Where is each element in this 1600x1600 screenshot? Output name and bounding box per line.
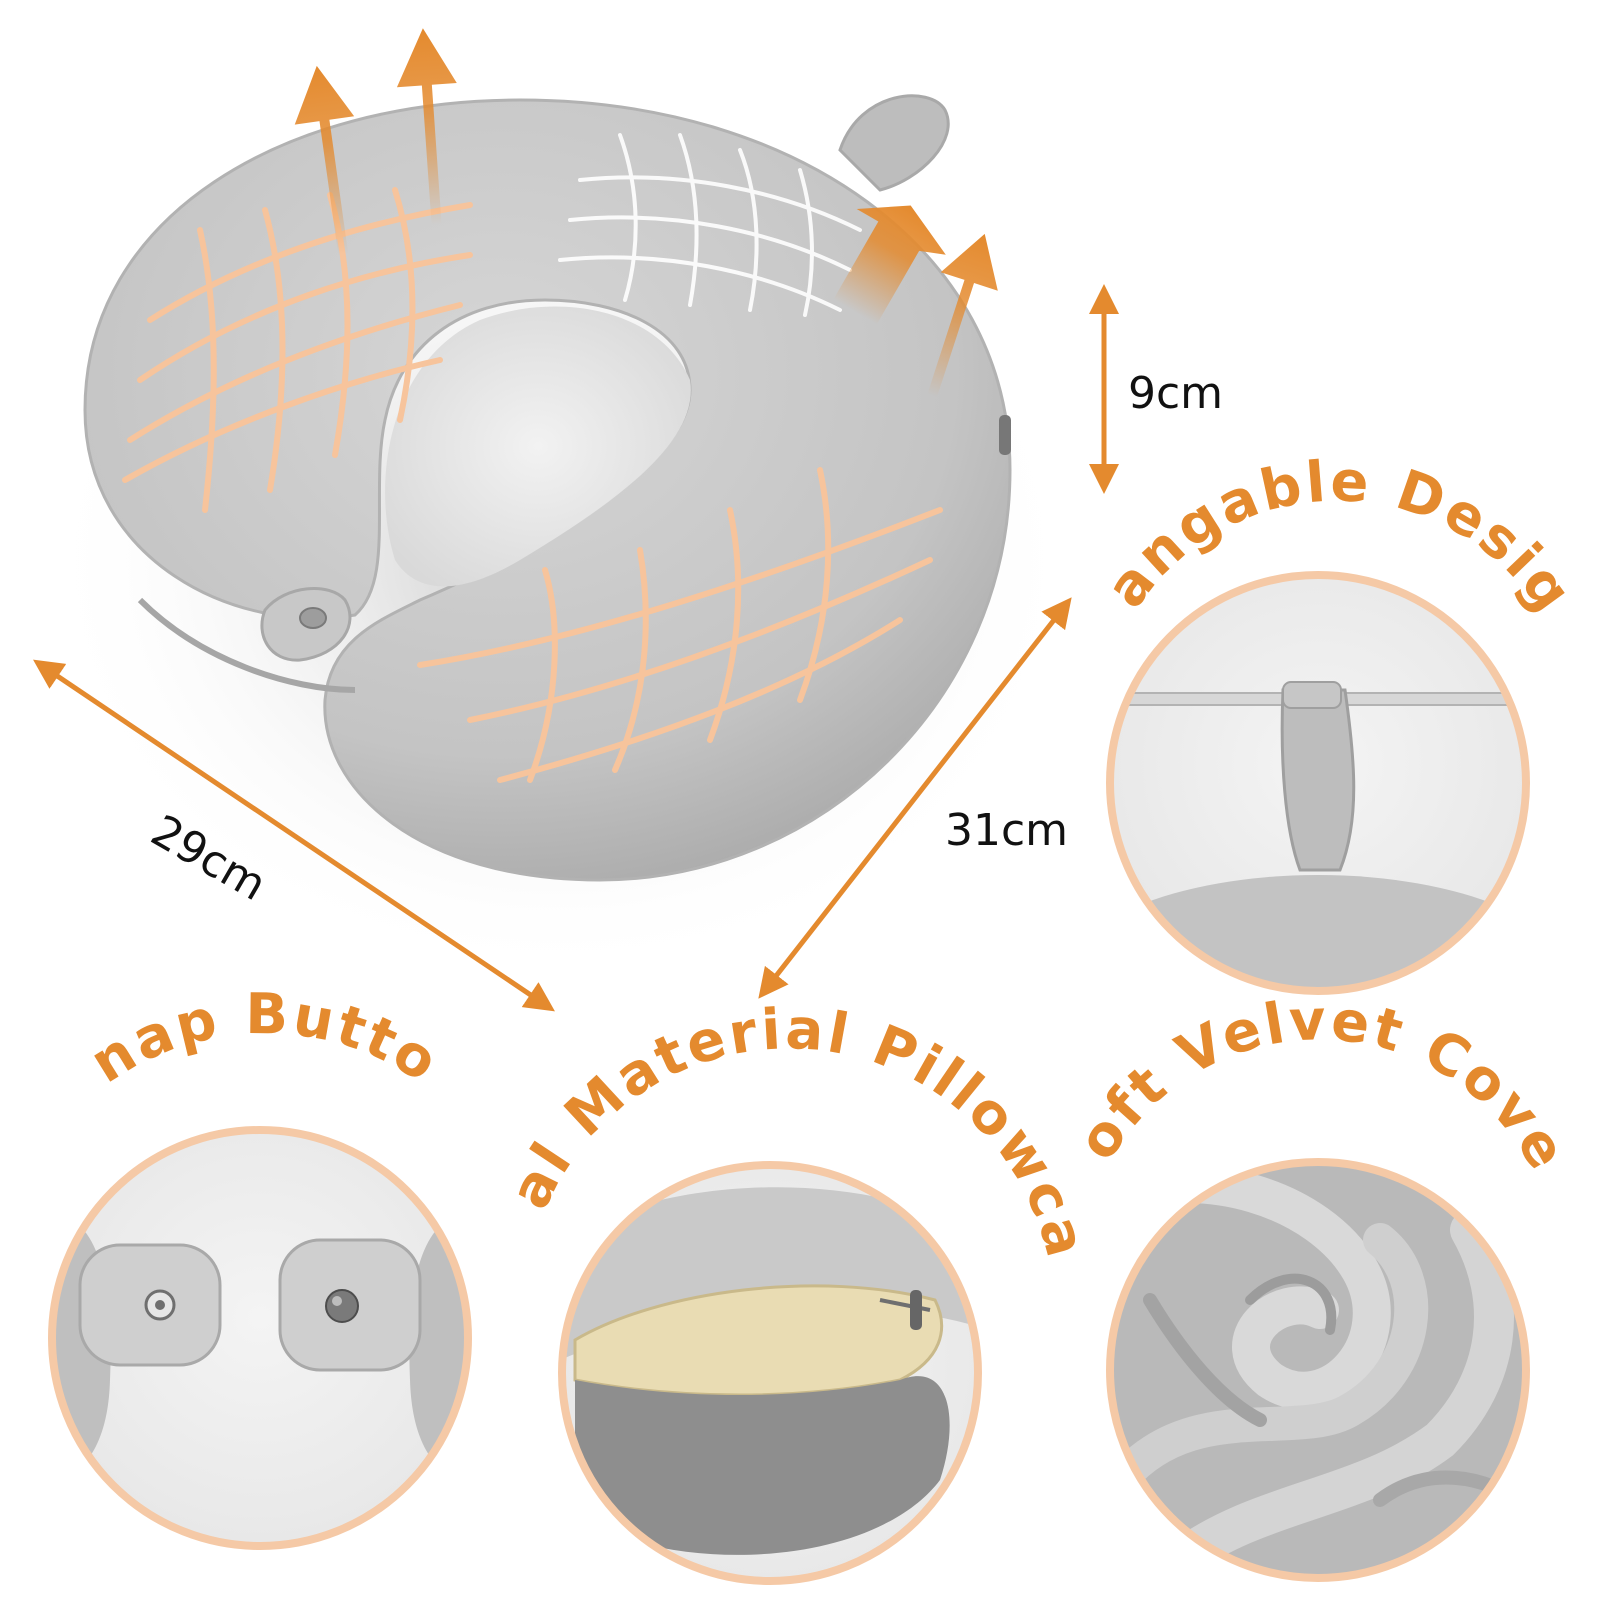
fabric-loop <box>1280 688 1356 872</box>
width-arrow <box>33 659 555 1012</box>
ice-silk-inner-side <box>575 1376 950 1555</box>
dual-material-detail-photo <box>562 1165 978 1581</box>
velvet-circle-frame <box>1106 1158 1530 1582</box>
hangable-circle-frame <box>1106 571 1530 995</box>
pillow-inner-hole <box>385 306 691 587</box>
height-dimension-label: 9cm <box>1128 368 1223 419</box>
up-arrow-icon <box>927 233 998 398</box>
zipper-pull-icon <box>910 1290 922 1330</box>
snap-button-icon <box>299 607 327 629</box>
up-arrow-icon <box>294 65 355 255</box>
pillow-hanging-loop <box>838 94 950 192</box>
length-dimension-label: 31cm <box>945 805 1068 856</box>
heat-dissipation-arrows <box>294 28 998 398</box>
zipper-pull-icon <box>999 415 1011 455</box>
length-arrow <box>758 597 1072 999</box>
breathable-mesh-graphic-left <box>122 187 473 513</box>
up-arrow-icon <box>396 28 457 226</box>
dual-material-circle-frame <box>558 1161 982 1585</box>
pillow-top-surface <box>1110 875 1526 991</box>
snap-detail-photo <box>52 1130 468 1546</box>
velvet-detail-photo <box>1110 1162 1526 1578</box>
snap-stud-icon <box>325 1289 359 1323</box>
hangable-detail-photo <box>1110 575 1526 991</box>
cooling-mesh-graphic <box>558 133 862 317</box>
up-arrow-icon <box>833 205 946 325</box>
memory-foam-core <box>573 1284 944 1397</box>
snap-circle-frame <box>48 1126 472 1550</box>
